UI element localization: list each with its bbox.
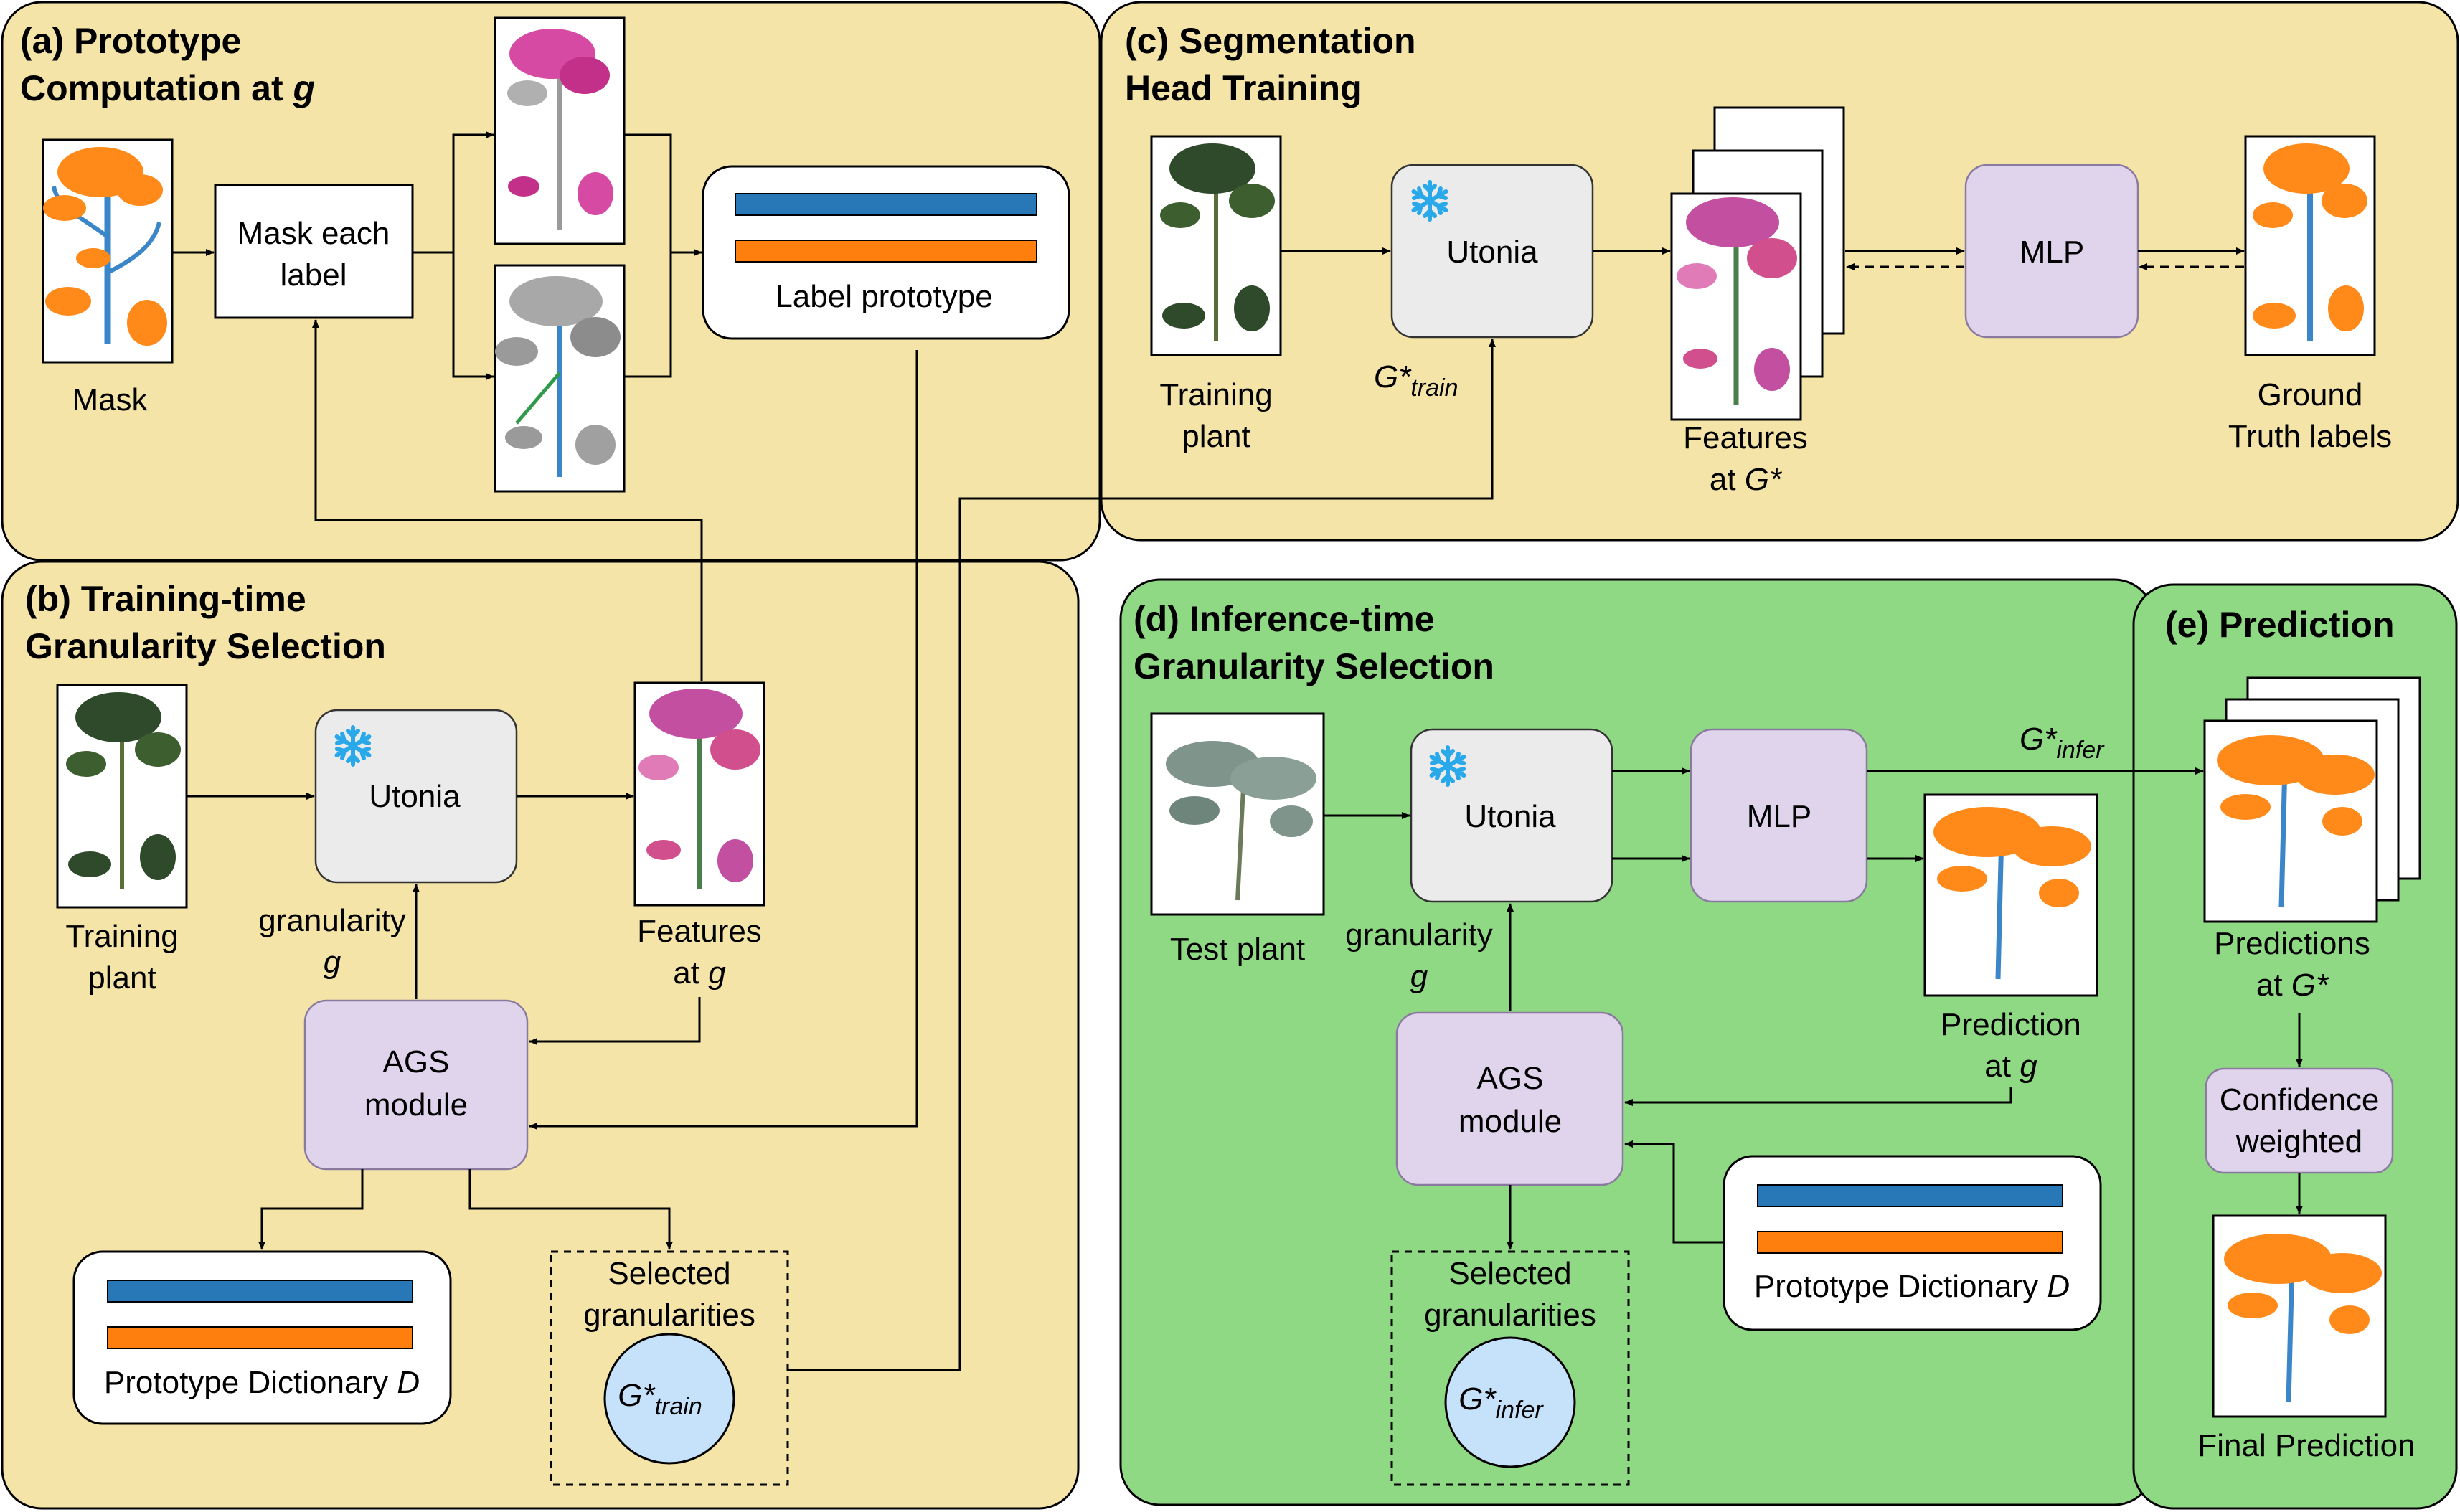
granularity-d-label: granularity bbox=[1345, 917, 1492, 953]
panel-d-title-1: (d) Inference-time bbox=[1134, 599, 1435, 639]
g-star-train-circle bbox=[603, 1333, 735, 1465]
selected-granularities-b bbox=[550, 1250, 789, 1486]
predictions-e-label-2: at G* bbox=[2256, 968, 2329, 1003]
mask-each-label-2: label bbox=[281, 257, 347, 293]
panel-b-title-2: Granularity Selection bbox=[25, 626, 386, 666]
selected-b-label-2: granularities bbox=[583, 1298, 755, 1333]
prototype-bar-blue bbox=[735, 193, 1037, 216]
final-prediction-thumbnail bbox=[2212, 1214, 2387, 1418]
mask-each-label-box bbox=[214, 184, 414, 319]
final-prediction-label: Final Prediction bbox=[2197, 1428, 2415, 1463]
ground-truth-label-2: Truth labels bbox=[2228, 419, 2392, 454]
features-at-g-thumbnail-b bbox=[633, 681, 765, 907]
selected-granularities-d bbox=[1390, 1250, 1630, 1486]
panel-e-title: (e) Prediction bbox=[2165, 605, 2394, 645]
utonia-c-label: Utonia bbox=[1446, 235, 1538, 270]
utonia-b-label: Utonia bbox=[369, 779, 461, 814]
test-plant-thumbnail bbox=[1150, 712, 1325, 916]
prototype-dict-bar-blue-b bbox=[107, 1280, 413, 1303]
g-star-train-b: G*train bbox=[618, 1378, 702, 1420]
mask-each-label-1: Mask each bbox=[237, 216, 390, 251]
panel-c-title-2: Head Training bbox=[1125, 68, 1362, 108]
g-star-infer-circle-label: G*infer bbox=[1458, 1381, 1544, 1424]
prototype-dict-bar-orange-d bbox=[1757, 1231, 2063, 1254]
features-c-label-2: at G* bbox=[1710, 462, 1783, 497]
training-plant-c-label-2: plant bbox=[1182, 419, 1250, 454]
training-plant-b-label-1: Training bbox=[65, 919, 178, 954]
g-star-train-c: G*train bbox=[1374, 359, 1458, 402]
edge-ags-to-dict bbox=[258, 1169, 364, 1250]
g-star-infer-circle bbox=[1444, 1336, 1576, 1468]
edge-prediction-to-ags bbox=[1624, 1087, 2012, 1106]
predictions-e-label-1: Predictions bbox=[2214, 926, 2370, 961]
predictions-stack-e bbox=[2203, 676, 2421, 923]
prediction-d-label-2: at g bbox=[1984, 1049, 2037, 1084]
prototype-bar-orange bbox=[735, 240, 1037, 263]
ags-b-label-1: AGS bbox=[383, 1044, 450, 1079]
features-c-label-1: Features bbox=[1683, 420, 1808, 455]
ground-truth-label-1: Ground bbox=[2258, 377, 2363, 412]
prediction-at-g-thumbnail bbox=[1923, 793, 2098, 997]
confidence-label-2: weighted bbox=[2235, 1124, 2362, 1159]
confidence-label-1: Confidence bbox=[2220, 1082, 2380, 1118]
training-plant-thumbnail-c bbox=[1150, 135, 1282, 356]
granularity-b-label: granularity bbox=[258, 903, 405, 938]
panel-a-title-1: (a) Prototype bbox=[20, 21, 241, 61]
edge-ags-to-selected bbox=[468, 1169, 673, 1250]
edge-thumb1-merge bbox=[624, 133, 672, 252]
mlp-c-label: MLP bbox=[2020, 235, 2084, 270]
prototype-dict-bar-blue-d bbox=[1757, 1184, 2063, 1207]
edge-maskeach-to-thumb2 bbox=[452, 252, 494, 380]
mask-label: Mask bbox=[72, 382, 148, 417]
training-plant-b-label-2: plant bbox=[88, 960, 156, 996]
prediction-d-label-1: Prediction bbox=[1941, 1007, 2081, 1042]
granularity-b-var: g bbox=[324, 945, 341, 980]
ags-module-b bbox=[303, 999, 529, 1171]
test-plant-label: Test plant bbox=[1170, 932, 1305, 967]
masked-feature-thumbnail-1 bbox=[494, 16, 626, 245]
ground-truth-thumbnail bbox=[2244, 135, 2376, 356]
edge-features-to-maskeach bbox=[312, 319, 703, 681]
selected-d-label-1: Selected bbox=[1448, 1256, 1571, 1291]
panel-b-title-1: (b) Training-time bbox=[25, 579, 306, 619]
panel-c-title-1: (c) Segmentation bbox=[1125, 21, 1416, 61]
features-b-label-2: at g bbox=[673, 955, 726, 991]
ags-d-label-1: AGS bbox=[1477, 1061, 1544, 1096]
edge-gtrain-to-utonia-c bbox=[788, 339, 1496, 1371]
training-plant-thumbnail-b bbox=[56, 684, 188, 909]
prototype-dict-bar-orange-b bbox=[107, 1326, 413, 1349]
edge-prototype-to-ags bbox=[529, 350, 918, 1130]
mask-thumbnail bbox=[42, 138, 174, 364]
granularity-d-var: g bbox=[1410, 959, 1428, 994]
label-prototype-text: Label prototype bbox=[775, 279, 992, 314]
prototype-dictionary-b-label: Prototype Dictionary D bbox=[104, 1365, 420, 1400]
panel-d-title-2: Granularity Selection bbox=[1134, 646, 1494, 686]
panel-a-title-2: Computation at g bbox=[20, 68, 315, 108]
selected-b-label-1: Selected bbox=[608, 1256, 730, 1291]
masked-feature-thumbnail-2 bbox=[494, 264, 626, 493]
mlp-box-d bbox=[1690, 728, 1868, 903]
edge-maskeach-to-thumb1 bbox=[413, 131, 494, 254]
ags-d-label-2: module bbox=[1458, 1104, 1562, 1139]
edge-dict-to-ags bbox=[1624, 1140, 1724, 1244]
feature-stack-c bbox=[1670, 106, 1845, 421]
training-plant-c-label-1: Training bbox=[1159, 377, 1272, 412]
features-b-label-1: Features bbox=[637, 914, 762, 949]
ags-module-d bbox=[1395, 1011, 1624, 1186]
selected-d-label-2: granularities bbox=[1424, 1298, 1596, 1333]
utonia-d-label: Utonia bbox=[1464, 799, 1556, 834]
g-star-infer-d: G*infer bbox=[2020, 722, 2105, 764]
ags-b-label-2: module bbox=[364, 1087, 468, 1123]
mlp-d-label: MLP bbox=[1747, 799, 1811, 834]
edge-thumb2-merge bbox=[624, 252, 672, 378]
edge-features-to-ags bbox=[529, 997, 701, 1045]
prototype-dictionary-d-label: Prototype Dictionary D bbox=[1754, 1269, 2070, 1304]
